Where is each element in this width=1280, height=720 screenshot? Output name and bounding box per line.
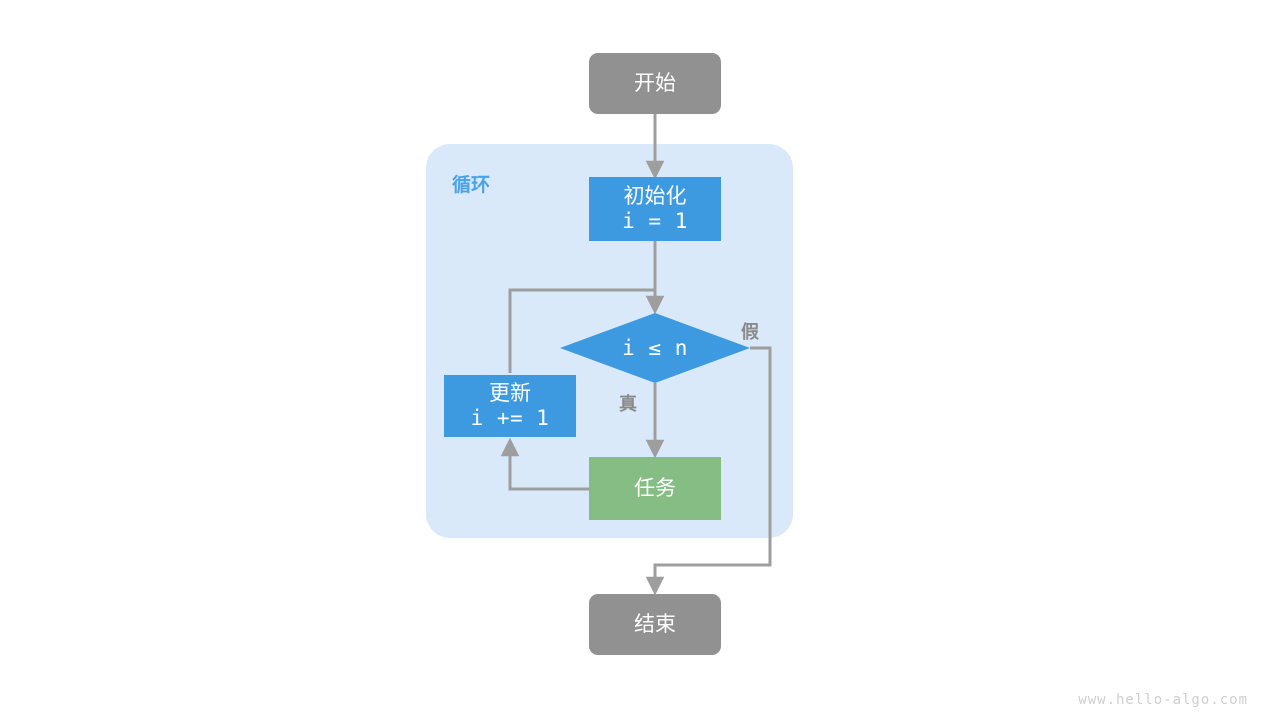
node-start-shape[interactable]	[589, 53, 721, 114]
node-init-shape[interactable]	[589, 177, 721, 241]
edge-condition-false-to-end	[645, 346, 772, 596]
node-condition-shape[interactable]	[560, 313, 750, 383]
loop-group-label: 循环	[452, 174, 491, 196]
edge-task-to-update	[500, 437, 589, 491]
node-update-shape[interactable]	[444, 375, 576, 437]
node-end-shape[interactable]	[589, 594, 721, 655]
edge-label-false: 假	[741, 322, 759, 343]
edge-update-to-condition	[508, 288, 655, 373]
node-task-shape[interactable]	[589, 457, 721, 520]
edge-label-true: 真	[619, 394, 637, 415]
watermark: www.hello-algo.com	[1078, 692, 1248, 708]
